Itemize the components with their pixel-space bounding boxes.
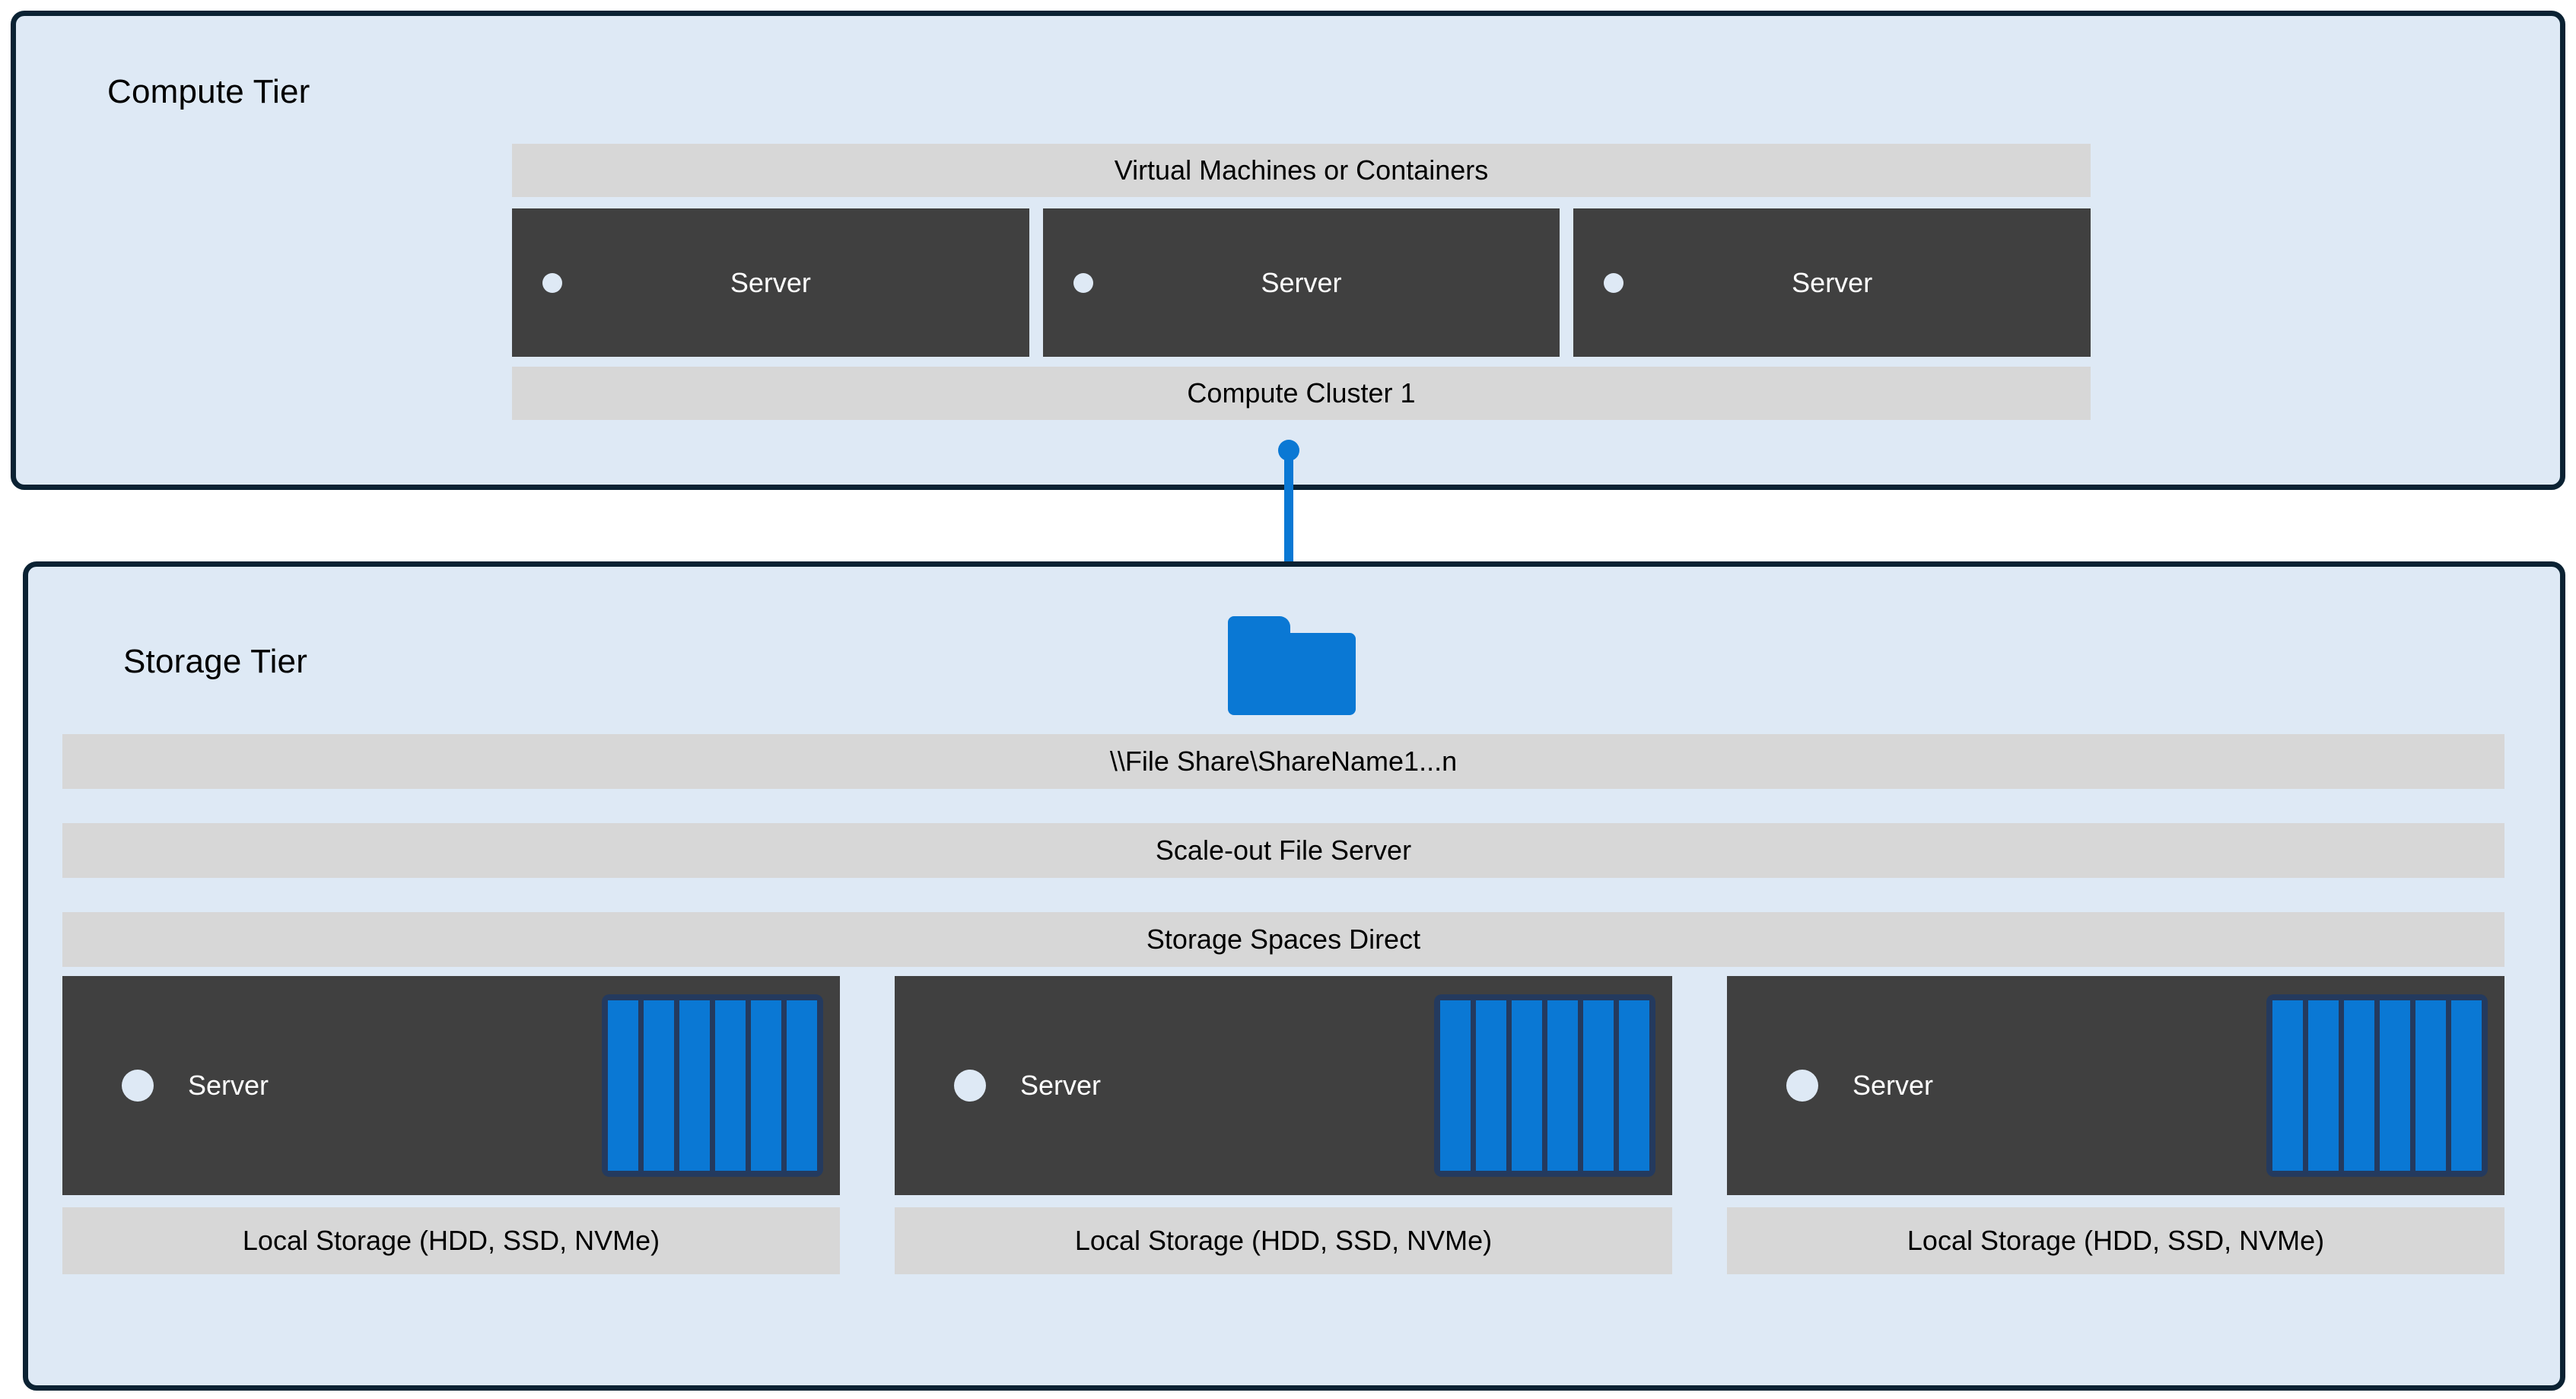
status-dot-icon: [1786, 1070, 1818, 1102]
local-storage-band-1: Local Storage (HDD, SSD, NVMe): [62, 1207, 840, 1274]
status-dot-icon: [1073, 272, 1093, 293]
storage-tier-title: Storage Tier: [123, 643, 308, 680]
status-dot-icon: [954, 1070, 986, 1102]
disk-drive-icon: [751, 1000, 781, 1171]
file-share-band: \\File Share\ShareName1...n: [62, 734, 2504, 789]
disk-drive-icon: [1476, 1000, 1506, 1171]
compute-server-node-1[interactable]: Server: [512, 208, 1029, 357]
disk-drive-icon: [715, 1000, 746, 1171]
disk-drive-icon: [608, 1000, 638, 1171]
disk-drive-icon: [2344, 1000, 2374, 1171]
local-storage-band-3: Local Storage (HDD, SSD, NVMe): [1727, 1207, 2504, 1274]
storage-node-group-1: Server Local Storage (HDD, SSD, NVMe): [62, 976, 840, 1340]
disk-drive-icon: [787, 1000, 817, 1171]
scale-out-file-server-band-label: Scale-out File Server: [1155, 835, 1412, 866]
storage-server-node-1[interactable]: Server: [62, 976, 840, 1195]
disk-drive-icon: [1547, 1000, 1578, 1171]
disk-drive-icon: [2380, 1000, 2410, 1171]
compute-tier-panel: Compute Tier Virtual Machines or Contain…: [11, 11, 2565, 490]
virtual-machines-band: Virtual Machines or Containers: [512, 144, 2091, 197]
file-share-band-label: \\File Share\ShareName1...n: [1109, 746, 1458, 777]
storage-server-label: Server: [1020, 1070, 1102, 1101]
disk-drive-icon: [1440, 1000, 1471, 1171]
storage-node-group-3: Server Local Storage (HDD, SSD, NVMe): [1727, 976, 2504, 1340]
compute-cluster-group: Virtual Machines or Containers Server Se…: [512, 144, 2091, 434]
compute-cluster-band-label: Compute Cluster 1: [1187, 377, 1416, 409]
disk-drive-icon: [1583, 1000, 1614, 1171]
local-storage-band-label: Local Storage (HDD, SSD, NVMe): [1074, 1225, 1493, 1256]
compute-server-label: Server: [1261, 266, 1342, 298]
virtual-machines-band-label: Virtual Machines or Containers: [1114, 154, 1489, 186]
local-storage-band-label: Local Storage (HDD, SSD, NVMe): [1907, 1225, 2325, 1256]
folder-body-shape: [1228, 633, 1356, 715]
disk-drive-icon: [2308, 1000, 2339, 1171]
disk-drive-icon: [2272, 1000, 2303, 1171]
disk-array-3: [2266, 994, 2488, 1177]
storage-spaces-direct-band-label: Storage Spaces Direct: [1146, 924, 1421, 955]
storage-spaces-direct-band: Storage Spaces Direct: [62, 912, 2504, 967]
disk-drive-icon: [1512, 1000, 1542, 1171]
storage-server-node-3[interactable]: Server: [1727, 976, 2504, 1195]
disk-drive-icon: [1619, 1000, 1649, 1171]
compute-servers-row: Server Server Server: [512, 208, 2091, 357]
disk-drive-icon: [644, 1000, 674, 1171]
disk-drive-icon: [679, 1000, 710, 1171]
storage-server-label: Server: [188, 1070, 269, 1101]
compute-server-node-2[interactable]: Server: [1042, 208, 1560, 357]
local-storage-band-label: Local Storage (HDD, SSD, NVMe): [242, 1225, 660, 1256]
status-dot-icon: [122, 1070, 154, 1102]
local-storage-band-2: Local Storage (HDD, SSD, NVMe): [895, 1207, 1672, 1274]
folder-icon: [1228, 616, 1356, 715]
compute-server-label: Server: [730, 266, 811, 298]
storage-nodes-row: Server Local Storage (HDD, SSD, NVMe) Se…: [62, 976, 2504, 1340]
disk-array-2: [1434, 994, 1655, 1177]
status-dot-icon: [542, 272, 562, 293]
storage-server-label: Server: [1852, 1070, 1934, 1101]
disk-array-1: [602, 994, 823, 1177]
storage-node-group-2: Server Local Storage (HDD, SSD, NVMe): [895, 976, 1672, 1340]
compute-server-label: Server: [1792, 266, 1873, 298]
disk-drive-icon: [2451, 1000, 2482, 1171]
compute-cluster-band: Compute Cluster 1: [512, 367, 2091, 420]
scale-out-file-server-band: Scale-out File Server: [62, 823, 2504, 878]
status-dot-icon: [1604, 272, 1624, 293]
disk-drive-icon: [2415, 1000, 2446, 1171]
compute-tier-title: Compute Tier: [107, 73, 310, 110]
storage-server-node-2[interactable]: Server: [895, 976, 1672, 1195]
compute-server-node-3[interactable]: Server: [1573, 208, 2091, 357]
